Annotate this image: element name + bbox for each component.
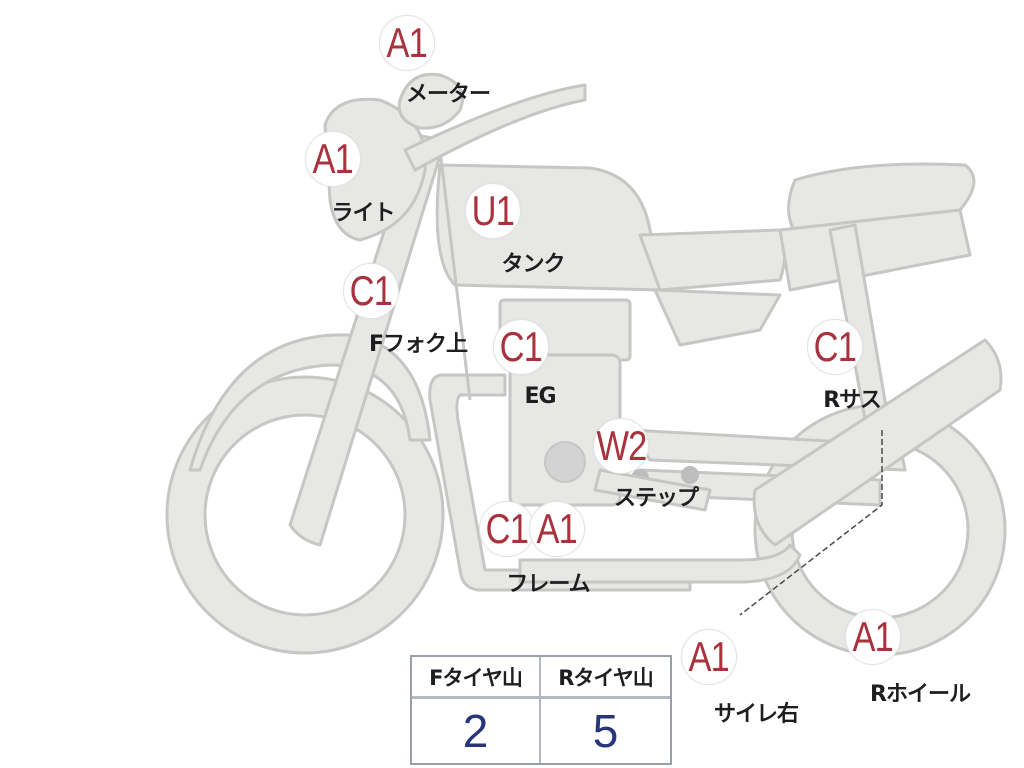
fork-upper-label: Fフォク上 [368,332,468,357]
light-grade: A1 [312,135,354,182]
step-grade-badge: W2 [593,418,649,474]
light-grade-badge: A1 [305,131,361,187]
rear-wheel-grade: A1 [852,613,894,660]
frame-grade-badge-2: A1 [529,501,585,557]
rear-tire-tread-header: Rタイヤ山 [541,657,670,699]
headlight-shape [323,97,427,242]
rear-suspension-grade: C1 [813,323,857,370]
frame-shape [428,373,692,592]
frame-grade-2: A1 [536,505,578,552]
light-label: ライト [331,201,395,226]
silencer-leader-line [739,430,883,616]
handlebar-shape [403,83,587,172]
frame-label: フレーム [506,572,590,597]
frame-grade-badge-1: C1 [479,501,535,557]
engine-label: EG [524,384,556,409]
front-tire-tread-value: 2 [412,699,541,763]
engine-grade: C1 [499,323,543,370]
meter-grade: A1 [386,19,428,66]
muffler-right-grade-badge: A1 [681,629,737,685]
front-tire-tread-header: Fタイヤ山 [412,657,541,699]
step-label: ステップ [613,486,699,511]
meter-label: メーター [405,82,491,107]
engine-grade-badge: C1 [493,319,549,375]
tank-label: タンク [501,252,565,277]
rear-wheel-label: Rホイール [870,682,971,707]
meter-shape [397,72,464,130]
muffler-right-label: サイレ右 [713,702,799,727]
fork-upper-grade-badge: C1 [343,263,399,319]
rear-suspension-grade-badge: C1 [807,319,863,375]
tank-grade-badge: U1 [465,183,521,239]
rear-suspension-label: Rサス [823,388,882,413]
muffler-shape [752,338,1003,547]
frame-grade-1: C1 [485,505,529,552]
front-fork-shape [288,133,447,547]
fork-upper-grade: C1 [349,267,393,314]
step-grade: W2 [595,422,647,469]
tank-grade: U1 [471,187,515,234]
meter-grade-badge: A1 [379,15,435,71]
rear-tire-tread-value: 5 [592,705,619,757]
seat-shape [787,162,976,242]
muffler-right-grade: A1 [688,633,730,680]
tire-tread-table: Fタイヤ山 Rタイヤ山 2 5 [410,655,672,765]
rear-wheel-grade-badge: A1 [845,609,901,665]
